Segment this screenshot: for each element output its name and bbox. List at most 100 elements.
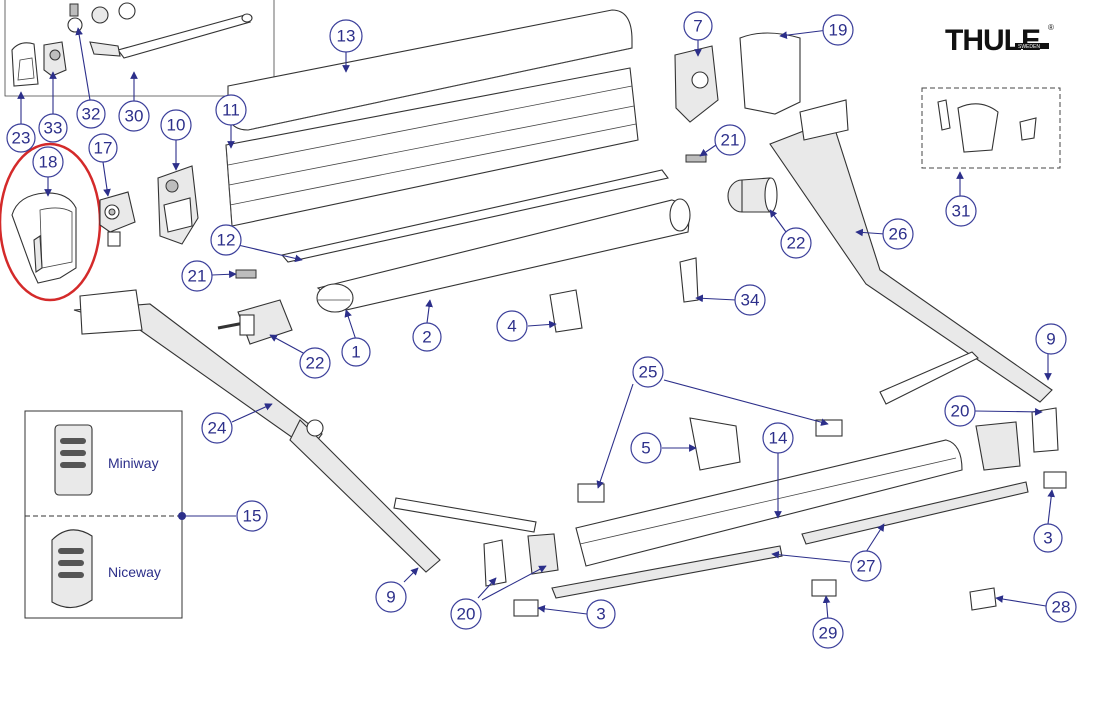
callout-13: 13: [329, 19, 363, 53]
callout-20-right: 20: [944, 395, 976, 427]
part-21-clip-left: [235, 269, 257, 279]
svg-text:21: 21: [721, 131, 740, 150]
svg-text:27: 27: [857, 557, 876, 576]
part-7-gearbox: [674, 45, 719, 123]
svg-text:10: 10: [167, 116, 186, 135]
callout-19: 19: [822, 14, 854, 46]
callout-28: 28: [1045, 591, 1077, 623]
part-21-clip-right: [685, 154, 707, 163]
inset-frame-roller-parts: [4, 0, 275, 97]
part-10-motor: [157, 165, 199, 245]
callout-11: 11: [215, 94, 247, 126]
callout-34: 34: [734, 284, 766, 316]
part-14-front-bar: [575, 439, 963, 567]
svg-text:21: 21: [188, 267, 207, 286]
callout-3-right: 3: [1033, 523, 1063, 553]
brand-sub: SWEDEN: [1018, 44, 1040, 50]
callout-30: 30: [118, 100, 150, 132]
svg-text:26: 26: [889, 225, 908, 244]
part-25-clip-right: [815, 419, 843, 437]
miniway-remote: [54, 424, 93, 496]
part-31-inset-box: [921, 87, 1061, 169]
svg-text:15: 15: [243, 507, 262, 526]
svg-text:13: 13: [337, 27, 356, 46]
part-28-end-clip: [969, 587, 997, 611]
svg-text:3: 3: [596, 605, 605, 624]
callout-9-left: 9: [375, 581, 407, 613]
part-17-gear-unit: [99, 191, 136, 247]
part-3-slider-right: [1043, 471, 1067, 489]
svg-text:22: 22: [787, 234, 806, 253]
remote-panel: Miniway Niceway: [24, 410, 183, 619]
part-19-cover: [739, 32, 801, 115]
callout-22-right: 22: [780, 227, 812, 259]
callout-18: 18: [32, 146, 64, 178]
svg-text:29: 29: [819, 624, 838, 643]
callout-32: 32: [76, 99, 106, 129]
part-18-end-cap: [11, 192, 77, 284]
svg-text:18: 18: [39, 153, 58, 172]
svg-text:23: 23: [12, 129, 31, 148]
part-5-bracket: [689, 417, 741, 471]
svg-text:22: 22: [306, 354, 325, 373]
thule-logo: THULE SWEDEN ®: [945, 23, 1054, 57]
svg-text:30: 30: [125, 107, 144, 126]
niceway-label: Niceway: [108, 564, 161, 580]
part-20-bracket-left: [527, 533, 559, 575]
miniway-label: Miniway: [108, 455, 159, 471]
callout-27: 27: [850, 550, 882, 582]
callout-25: 25: [632, 356, 664, 388]
callout-31: 31: [945, 195, 977, 227]
part-34-bracket: [679, 257, 699, 303]
callout-21-left: 21: [181, 260, 213, 292]
part-25-clip-left: [577, 483, 605, 503]
part-3-slider-left: [513, 599, 539, 617]
brand-registered: ®: [1048, 23, 1054, 32]
part-11-cassette: [225, 67, 639, 227]
svg-text:3: 3: [1043, 529, 1052, 548]
callout-15: 15: [236, 500, 268, 532]
callout-29: 29: [812, 617, 844, 649]
callout-5: 5: [630, 432, 662, 464]
svg-text:12: 12: [217, 231, 236, 250]
callout-12: 12: [210, 224, 242, 256]
callout-17: 17: [88, 133, 118, 163]
callout-24: 24: [201, 412, 233, 444]
leader-lines: [17, 27, 1056, 621]
svg-text:19: 19: [829, 21, 848, 40]
svg-text:25: 25: [639, 363, 658, 382]
callout-7: 7: [683, 11, 713, 41]
part-20-cap-left: [483, 539, 507, 587]
svg-text:2: 2: [422, 328, 431, 347]
svg-text:24: 24: [208, 419, 227, 438]
callout-33: 33: [38, 113, 68, 143]
svg-text:1: 1: [351, 343, 360, 362]
callout-21-right: 21: [714, 124, 746, 156]
callout-14: 14: [762, 422, 794, 454]
callout-10: 10: [160, 109, 192, 141]
callout-20-left: 20: [450, 598, 482, 630]
svg-text:4: 4: [507, 317, 516, 336]
svg-text:7: 7: [693, 17, 702, 36]
callout-23: 23: [6, 123, 36, 153]
callout-9-right: 9: [1035, 323, 1067, 355]
svg-text:32: 32: [82, 105, 101, 124]
callout-1: 1: [341, 337, 371, 367]
svg-text:31: 31: [952, 202, 971, 221]
callout-4: 4: [496, 310, 528, 342]
svg-text:9: 9: [386, 588, 395, 607]
part-29-slider: [811, 579, 837, 597]
svg-text:20: 20: [457, 605, 476, 624]
part-26-right-arm: [769, 99, 1053, 405]
svg-text:33: 33: [44, 119, 63, 138]
callout-2: 2: [412, 322, 442, 352]
part-20-cap-right: [1031, 407, 1059, 453]
svg-text:9: 9: [1046, 330, 1055, 349]
svg-text:5: 5: [641, 439, 650, 458]
part-1-roller-tube: [316, 283, 354, 313]
svg-text:11: 11: [222, 101, 240, 120]
svg-text:28: 28: [1052, 598, 1071, 617]
svg-text:34: 34: [741, 291, 760, 310]
svg-text:14: 14: [769, 429, 788, 448]
